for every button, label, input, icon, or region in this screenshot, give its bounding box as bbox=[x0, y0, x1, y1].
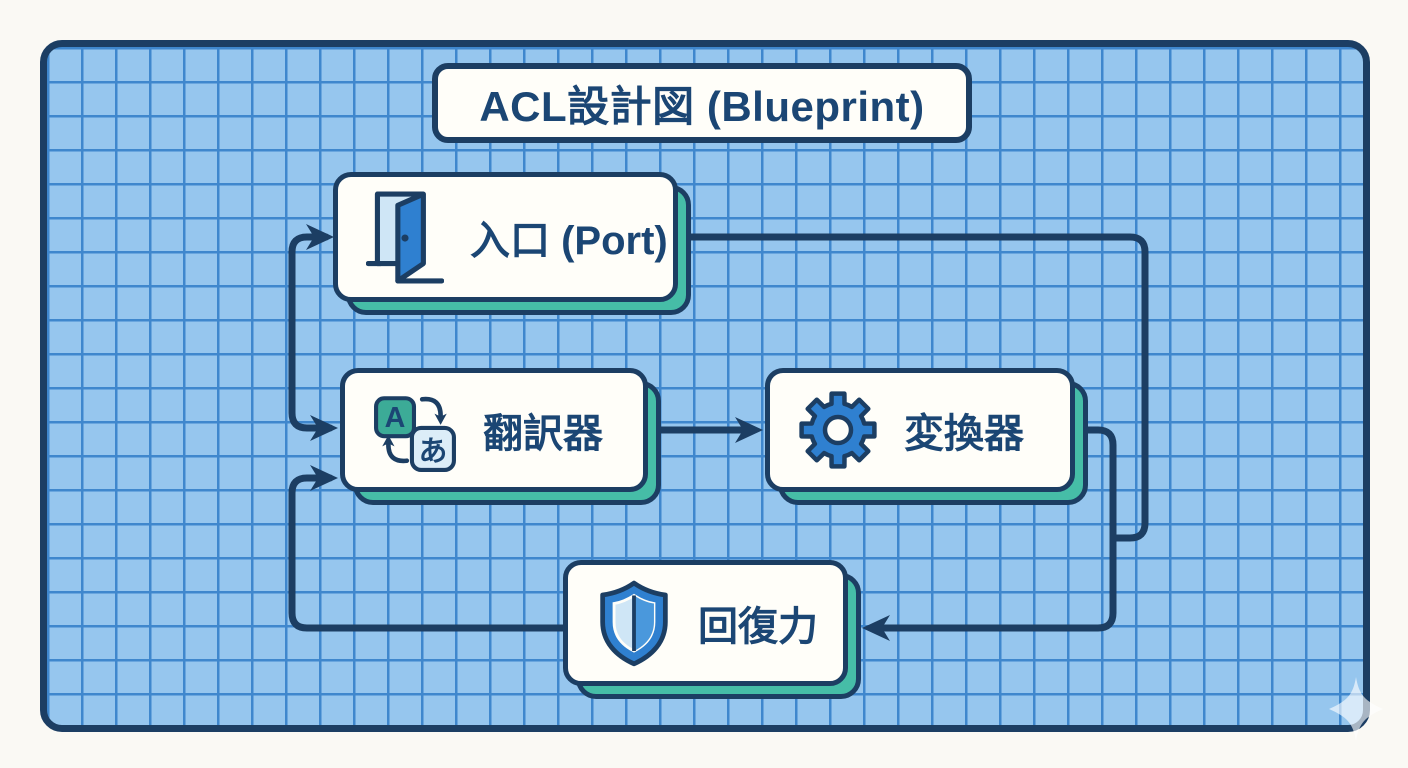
node-port-face: 入口 (Port) bbox=[333, 172, 678, 302]
node-resilience: 回復力 bbox=[563, 560, 861, 699]
node-translator-label: 翻訳器 bbox=[483, 412, 603, 456]
node-converter: 変換器 bbox=[765, 368, 1088, 505]
diagram-title-box: ACL設計図 (Blueprint) bbox=[432, 63, 972, 143]
translate-icon-letter-a: A bbox=[385, 402, 406, 434]
node-translator: A あ 翻訳器 bbox=[340, 368, 661, 505]
translate-icon-letter-a-hiragana: あ bbox=[419, 436, 448, 468]
gear-icon bbox=[798, 390, 878, 470]
diagram-title: ACL設計図 (Blueprint) bbox=[479, 82, 925, 130]
node-translator-face: A あ 翻訳器 bbox=[340, 368, 648, 492]
translate-icon: A あ bbox=[373, 388, 457, 472]
node-converter-label: 変換器 bbox=[904, 412, 1024, 456]
door-icon bbox=[366, 189, 444, 285]
shield-icon bbox=[596, 579, 672, 667]
node-resilience-label: 回復力 bbox=[698, 605, 818, 649]
node-resilience-face: 回復力 bbox=[563, 560, 848, 686]
node-converter-face: 変換器 bbox=[765, 368, 1075, 492]
node-port-label: 入口 (Port) bbox=[470, 219, 668, 263]
node-port: 入口 (Port) bbox=[333, 172, 691, 315]
